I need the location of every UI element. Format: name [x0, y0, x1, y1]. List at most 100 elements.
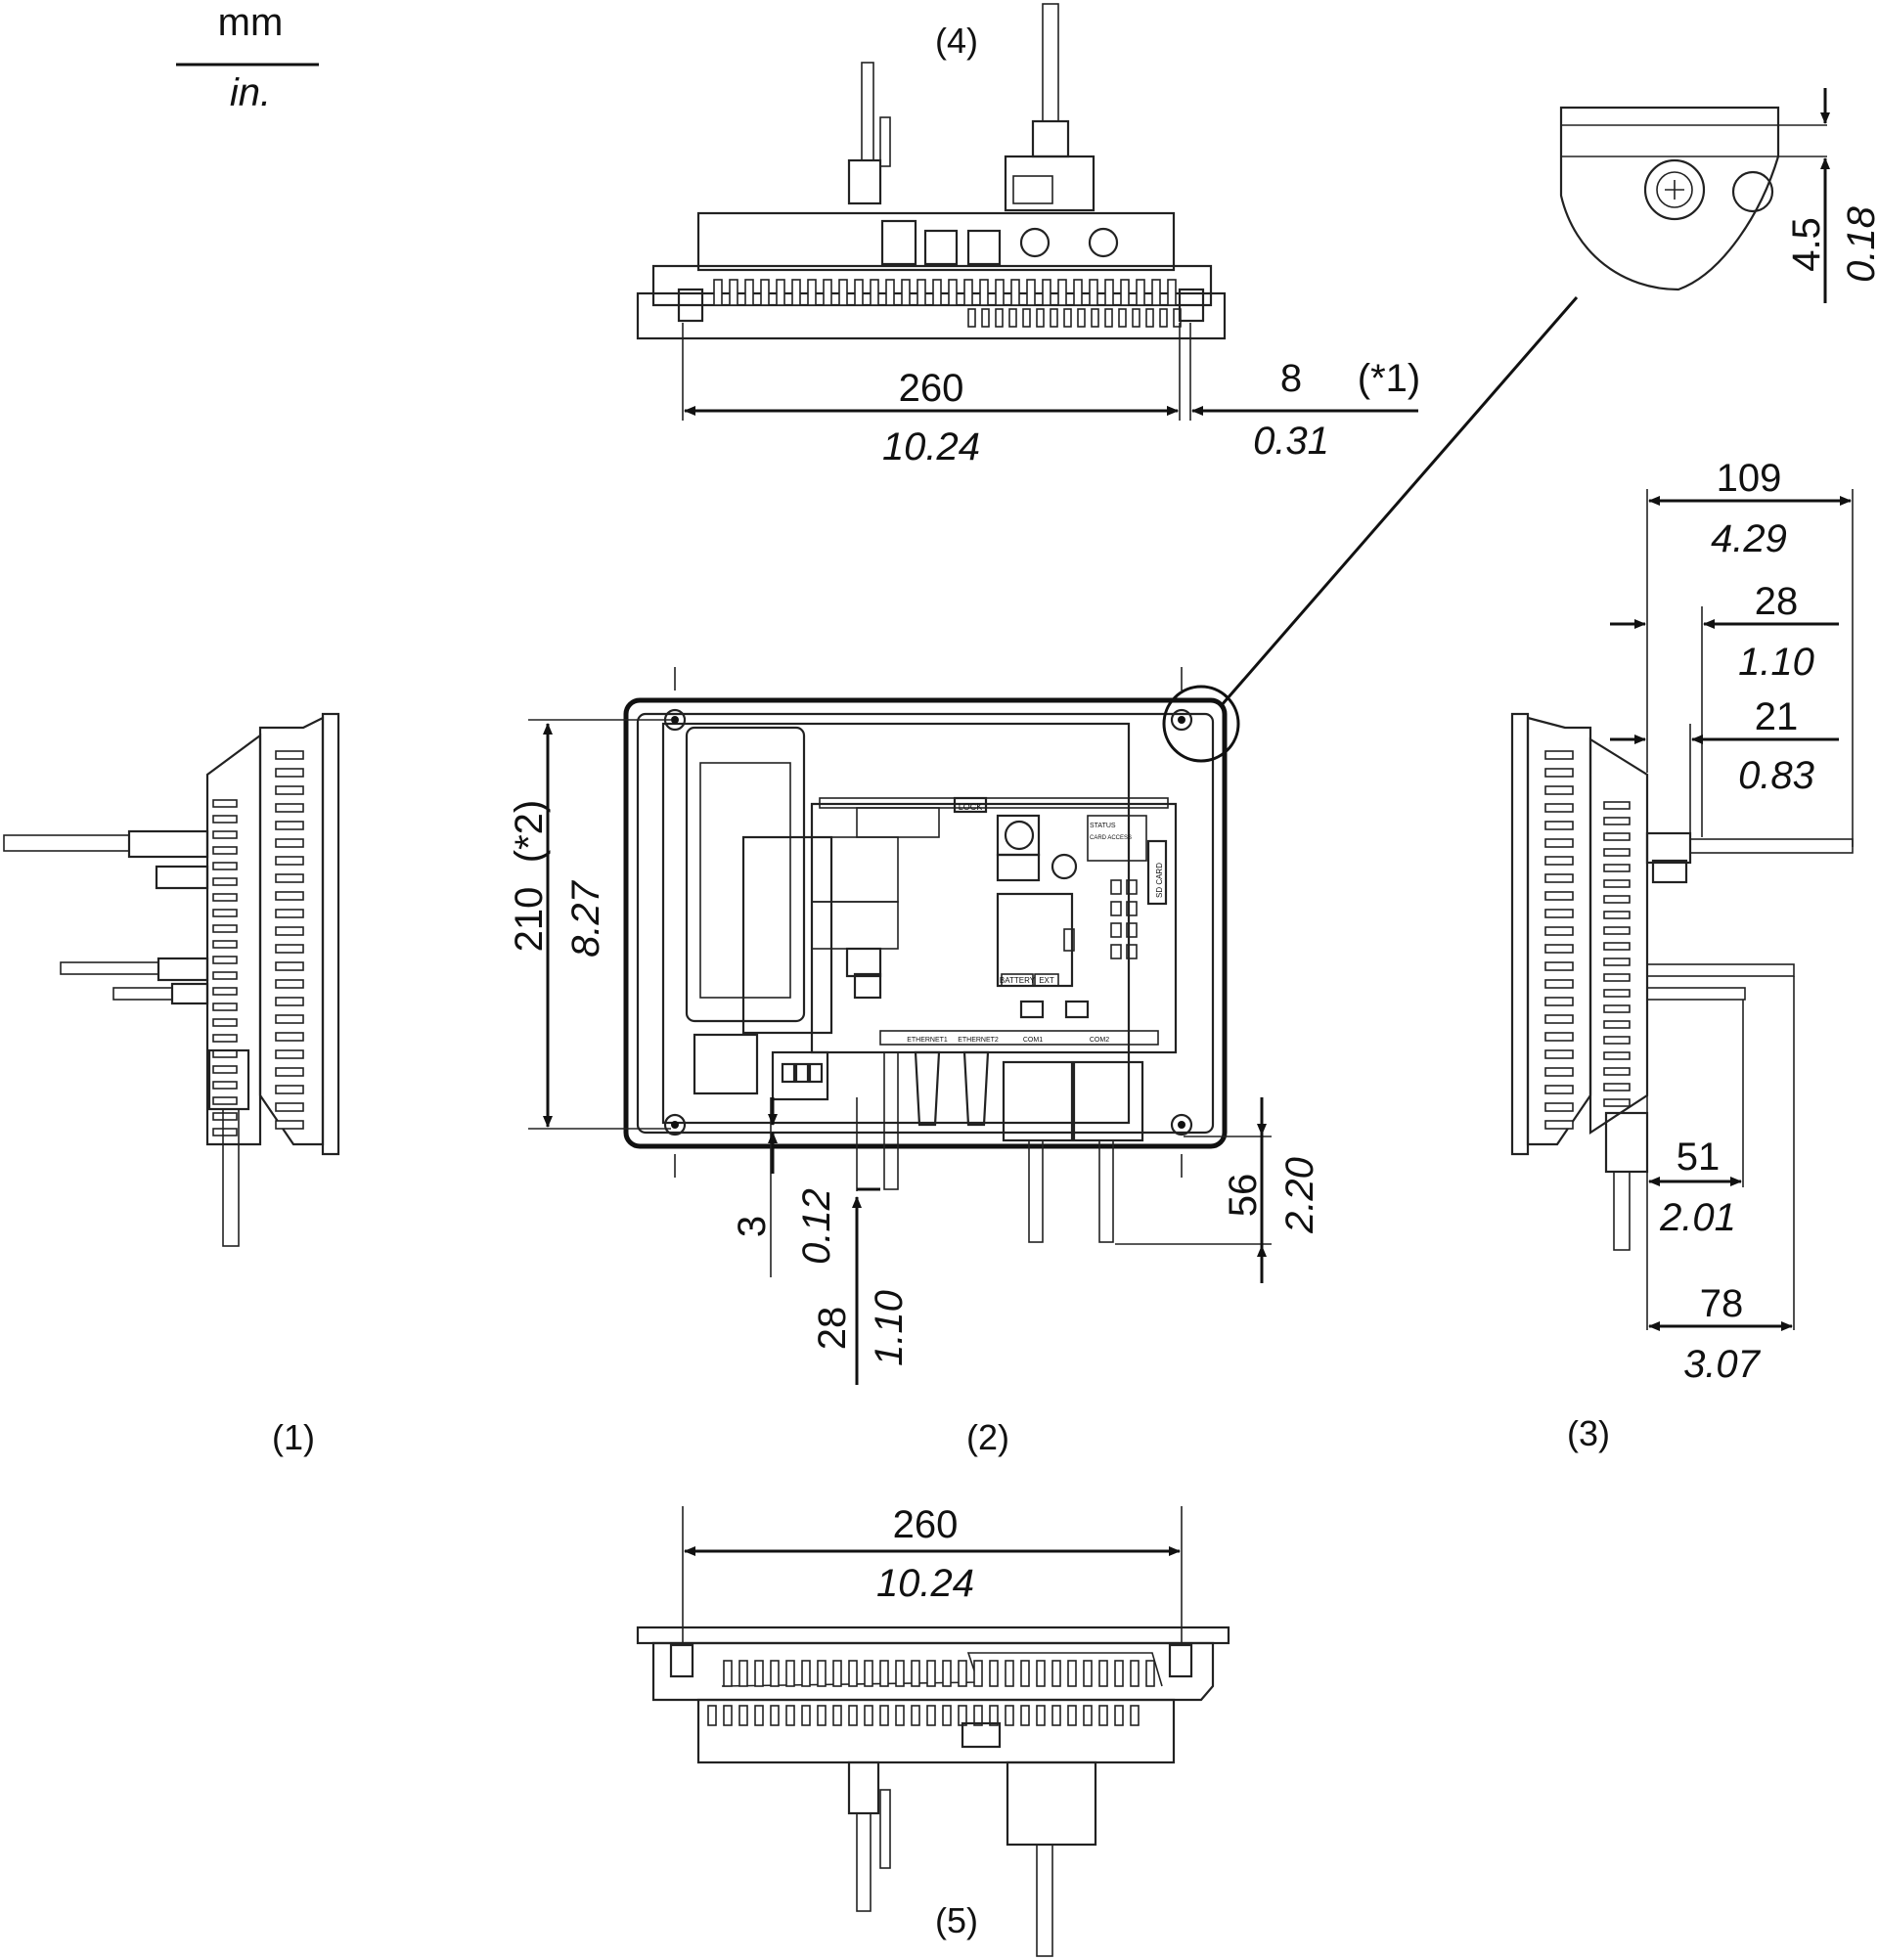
rear-power-terminal [771, 1050, 829, 1101]
rear-screw-bl [663, 1113, 687, 1136]
right-vent-slot [1544, 1067, 1574, 1077]
left-vent-slot [212, 799, 238, 808]
right-cable-plug-1 [1645, 831, 1692, 865]
top-vent-slot [1042, 279, 1051, 306]
rear-term-pin-2 [794, 1062, 810, 1084]
left-vent-slot [275, 1049, 304, 1059]
rear-ext-label: EXT [1039, 976, 1054, 985]
left-vent-slot [275, 891, 304, 901]
right-vent-slot [1544, 1085, 1574, 1094]
rear-height-in: 8.27 [564, 879, 607, 958]
bottom-vent-slot [1036, 1705, 1046, 1726]
top-screw-1 [1019, 227, 1051, 258]
left-vent-slot [275, 838, 304, 848]
right-vent-slot [1603, 1036, 1631, 1045]
rear-lock-label: LOCK [959, 802, 983, 812]
units-legend: mm in. [176, 1, 319, 114]
right-vent-slot [1603, 817, 1631, 825]
right-vent-slot [1544, 1049, 1574, 1059]
top-bezel [636, 291, 1227, 340]
left-vent-slot [275, 944, 304, 954]
left-vents [212, 750, 304, 1136]
top-vent-slot [1010, 279, 1020, 306]
left-cable-plug-3 [156, 957, 209, 982]
left-vent-slot [212, 1096, 238, 1105]
detail-outline [1559, 106, 1780, 291]
rear-round-port [1051, 853, 1078, 880]
bottom-vent-slot [754, 1705, 764, 1726]
rear-battery-cover [996, 892, 1074, 988]
top-vent-slot [823, 279, 832, 306]
bottom-vent-slot [770, 1705, 780, 1726]
view-left: (1) [3, 712, 340, 1457]
rear-chip-grid [1110, 879, 1138, 959]
rear-board-label-a [856, 807, 940, 838]
top-vent-slot [776, 279, 785, 306]
rear-3-in: 0.12 [795, 1188, 838, 1265]
right-vent-slot [1544, 1032, 1574, 1042]
right-vent-slot [1603, 848, 1631, 857]
left-cable-plug-4 [170, 982, 209, 1005]
detail-screw-cross [1665, 180, 1684, 200]
right-51-in: 2.01 [1659, 1196, 1736, 1239]
top-vent-slot [981, 308, 990, 328]
rear-com1-connector [1002, 1060, 1074, 1142]
top-vent-slot [1132, 308, 1140, 328]
right-cable-1 [1689, 838, 1854, 854]
bottom-cable-right [1036, 1844, 1053, 1957]
top-vent-slot [1167, 279, 1177, 306]
right-vent-slot [1603, 958, 1631, 966]
top-vent-slot [995, 308, 1004, 328]
left-vent-slot [212, 971, 238, 980]
top-cable-right [1042, 3, 1059, 122]
bottom-vent-slot [973, 1705, 983, 1726]
left-vent-slot [212, 987, 238, 996]
rear-sd-label: SD CARD [1155, 863, 1164, 898]
bottom-vent-slot [1051, 1705, 1061, 1726]
left-cable-2 [60, 961, 159, 975]
left-vent-slot [212, 815, 238, 824]
right-vent-slot [1544, 979, 1574, 989]
right-vent-slot [1544, 838, 1574, 848]
left-cable-1 [3, 834, 130, 852]
bottom-vent-slot [942, 1705, 952, 1726]
right-78-in: 3.07 [1683, 1343, 1762, 1386]
rear-cable-eth1 [914, 1050, 941, 1127]
bottom-vent-slot [879, 1660, 889, 1687]
rear-cable-eth0 [883, 1051, 899, 1190]
top-vent-slot [854, 279, 864, 306]
detail-boss [1731, 170, 1774, 213]
top-vent-slot [932, 279, 942, 306]
view-rear: LOCK STATUS CARD ACCESS SD CARD BATTERY … [508, 667, 1321, 1457]
bottom-vent-slot [864, 1705, 873, 1726]
bottom-vent-slot [1130, 1705, 1140, 1726]
right-vent-slot [1603, 1004, 1631, 1013]
bottom-vent-slot [895, 1705, 905, 1726]
bottom-vent-slot [1005, 1660, 1014, 1687]
right-vent-slot [1544, 944, 1574, 954]
left-bezel [321, 712, 340, 1156]
right-28-mm: 28 [1755, 580, 1799, 623]
rear-56-in: 2.20 [1278, 1157, 1321, 1234]
right-vent-slot [1603, 801, 1631, 810]
top-usb-a [923, 229, 959, 266]
rear-usb-port-2 [853, 972, 882, 1000]
top-vent-slot [1136, 279, 1145, 306]
top-power-connector [880, 219, 917, 266]
right-109-mm: 109 [1717, 457, 1782, 500]
top-vent-slot [1022, 308, 1031, 328]
bottom-vent-slot [989, 1705, 999, 1726]
left-vent-slot [212, 862, 238, 870]
bottom-vent-slot [1083, 1705, 1093, 1726]
bottom-vent-slot [1020, 1705, 1030, 1726]
bottom-vent-slot [832, 1660, 842, 1687]
top-vent-slot [760, 279, 770, 306]
left-vent-slot [275, 1032, 304, 1042]
bottom-vent-slot [926, 1705, 936, 1726]
rear-left-block [693, 1033, 759, 1095]
rear-status-label: STATUS [1090, 823, 1116, 829]
bottom-case [651, 1641, 1215, 1702]
bottom-vent-slot [1051, 1660, 1061, 1687]
top-vent-slot [807, 279, 817, 306]
bottom-vent-slot [770, 1660, 780, 1687]
